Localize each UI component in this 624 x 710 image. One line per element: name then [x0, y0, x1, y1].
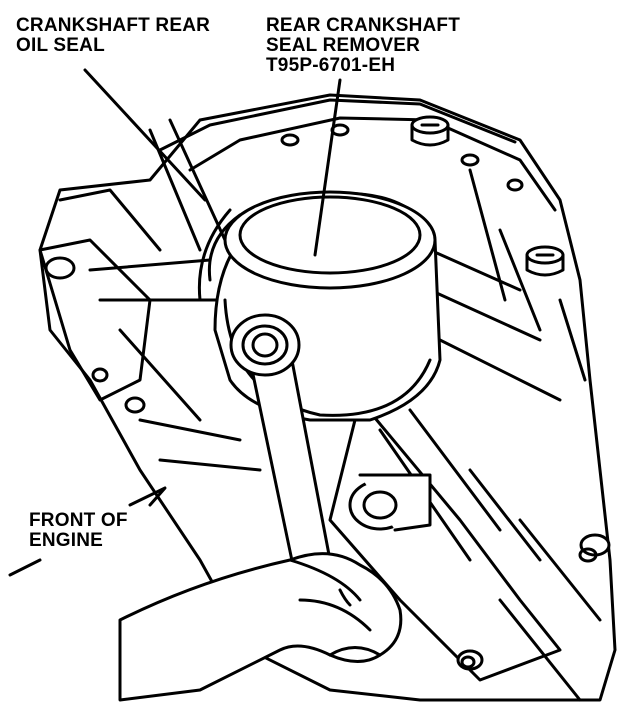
- lower-rib: [518, 518, 602, 622]
- head-bolt: [525, 245, 565, 277]
- oil-seal-ring: [197, 208, 232, 302]
- lower-bolt: [460, 655, 476, 669]
- seal-remover-rim: [223, 190, 437, 290]
- lower-bolt: [578, 547, 598, 563]
- flange-hole: [124, 396, 146, 414]
- hand: [118, 552, 403, 702]
- block-rib: [138, 418, 242, 442]
- hand-thumb: [328, 646, 382, 657]
- label-front-of-engine: FRONT OF ENGINE: [29, 510, 128, 551]
- deck-hole: [506, 178, 524, 192]
- leader-oil-seal: [83, 68, 207, 202]
- deck-hole: [280, 133, 300, 147]
- head-bolt: [410, 115, 450, 147]
- block-top-edge: [188, 116, 557, 212]
- block-rib: [118, 328, 202, 422]
- block-rib: [418, 328, 562, 402]
- wrench-box-end: [229, 313, 301, 377]
- bearing-cap: [328, 398, 562, 682]
- block-rib: [468, 168, 507, 302]
- remover-bushing: [348, 473, 432, 532]
- label-rear-crankshaft-seal-remover: REAR CRANKSHAFT SEAL REMOVER T95P-6701-E…: [266, 15, 461, 76]
- block-top-deck: [158, 98, 517, 152]
- bearing-cap-edge: [408, 408, 502, 532]
- leader-front-arrow: [8, 558, 42, 577]
- block-rib: [428, 248, 522, 292]
- block-rib: [58, 188, 162, 252]
- bearing-cap-edge: [468, 468, 542, 562]
- block-rib: [498, 228, 542, 332]
- hand-finger: [288, 558, 362, 602]
- block-rib: [428, 288, 542, 342]
- seal-remover-inner-rim: [238, 195, 422, 275]
- lower-rib: [498, 598, 582, 702]
- flange-hole: [91, 367, 109, 383]
- left-flange: [38, 238, 152, 402]
- label-crankshaft-rear-oil-seal: CRANKSHAFT REAR OIL SEAL: [16, 15, 211, 56]
- leader-front-arrow: [128, 486, 167, 507]
- engine-block-outline: [38, 93, 617, 702]
- block-rib: [558, 298, 587, 382]
- flange-bolt: [44, 256, 76, 280]
- deck-hole: [460, 153, 480, 167]
- hand-crease: [338, 588, 352, 607]
- leader-remover: [313, 78, 342, 257]
- hand-finger: [298, 598, 372, 632]
- block-rib: [168, 118, 227, 242]
- oil-seal-ring: [207, 213, 242, 282]
- block-rib: [158, 458, 262, 472]
- block-rib: [88, 258, 212, 272]
